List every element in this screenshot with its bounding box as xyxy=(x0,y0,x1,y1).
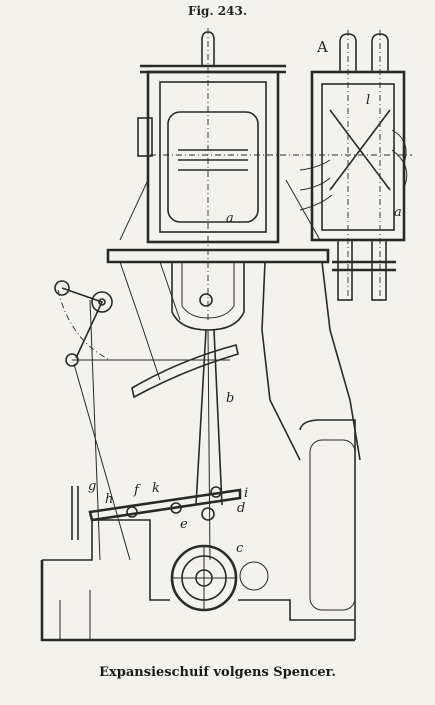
engine-frame xyxy=(106,248,361,461)
part-labels: A a a l b c d e f g h i k xyxy=(88,38,402,556)
label-e: e xyxy=(180,517,188,532)
top-stem xyxy=(201,28,215,320)
label-k: k xyxy=(152,481,160,496)
label-c: c xyxy=(236,541,244,556)
crank-wheel xyxy=(170,544,269,612)
connecting-rods xyxy=(195,329,223,561)
figure-title: Fig. 243. xyxy=(187,4,248,18)
label-l: l xyxy=(366,93,370,108)
figure-caption: Expansieschuif volgens Spencer. xyxy=(99,665,336,680)
label-i: i xyxy=(244,486,248,501)
label-h: h xyxy=(105,492,113,507)
detail-view-a xyxy=(150,30,412,301)
lower-lever xyxy=(71,486,242,540)
label-g: g xyxy=(88,479,96,494)
label-a-detail: a xyxy=(394,205,402,220)
label-f: f xyxy=(133,483,141,498)
label-d: d xyxy=(237,501,245,516)
cylinder xyxy=(119,64,321,244)
base-plate xyxy=(40,419,356,642)
label-a-main: a xyxy=(226,211,234,226)
label-A: A xyxy=(316,38,328,56)
curved-link xyxy=(131,344,239,399)
label-b: b xyxy=(226,391,234,406)
